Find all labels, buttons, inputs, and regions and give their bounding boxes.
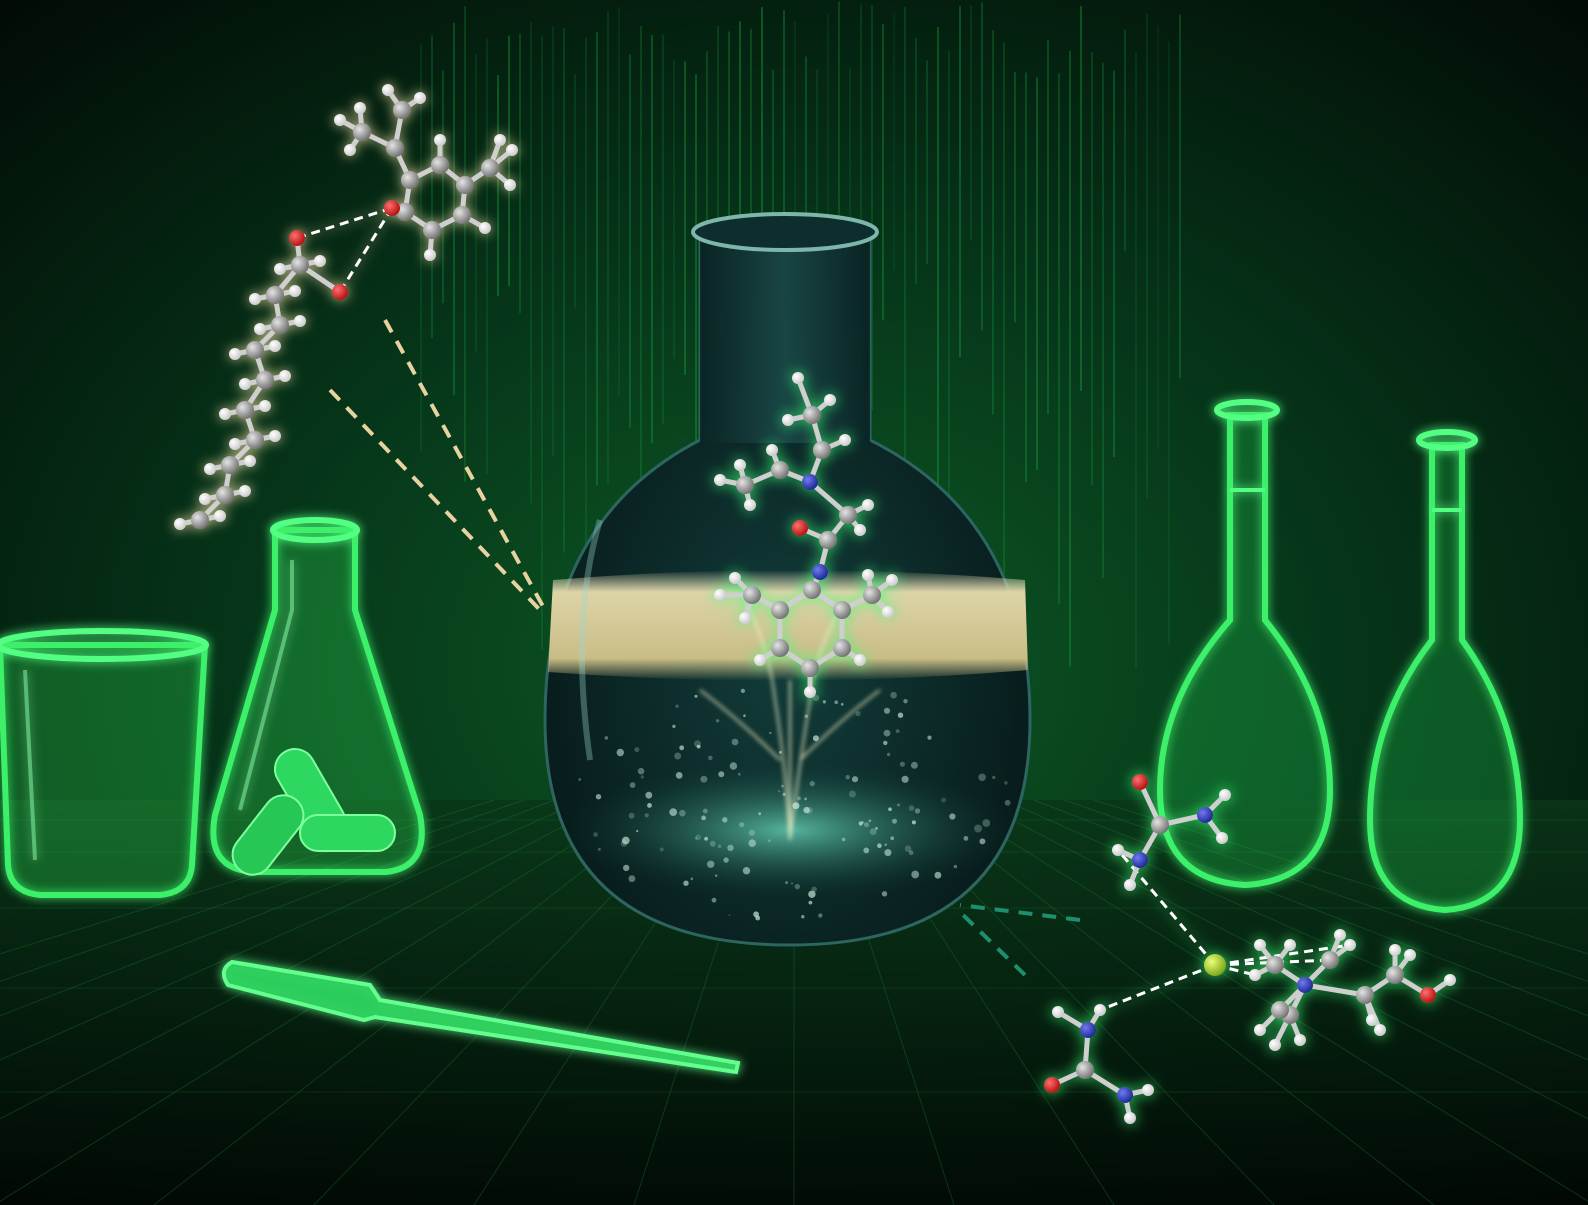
volumetric-flask-icon bbox=[1156, 399, 1334, 889]
bubbles bbox=[578, 688, 1011, 921]
floor bbox=[0, 800, 1588, 1205]
beaker-icon bbox=[0, 628, 209, 898]
erlenmeyer-flask-icon bbox=[210, 517, 425, 875]
pipette-icon bbox=[221, 959, 741, 1075]
round-bottom-flask-icon bbox=[543, 212, 1032, 947]
pointer-lines-gold bbox=[328, 319, 547, 612]
pointer-lines-teal bbox=[958, 903, 1081, 977]
choline-chloride-urea-icon bbox=[1044, 774, 1456, 1124]
lidocaine-molecule-icon bbox=[714, 372, 898, 698]
volumetric-flask-icon bbox=[1366, 429, 1524, 914]
capsule-icon bbox=[231, 748, 396, 876]
fatty-acid-molecule-icon bbox=[174, 84, 518, 530]
